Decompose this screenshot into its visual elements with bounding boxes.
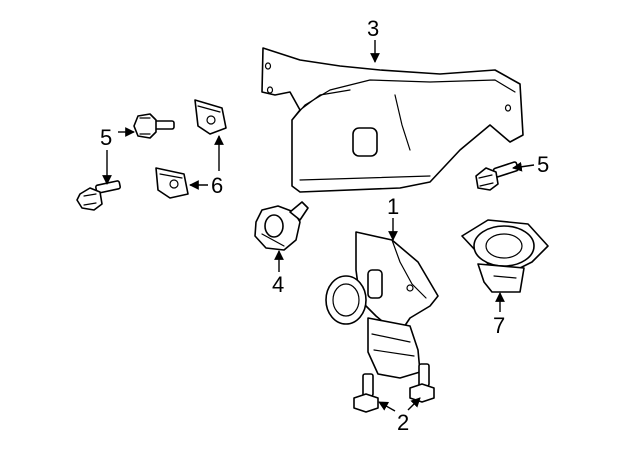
- secondary-horn: [461, 219, 549, 293]
- bolt-pair: [353, 363, 435, 413]
- callout-4: 4: [272, 272, 284, 297]
- leader-line-2-left: [378, 401, 396, 412]
- bolt-lower-left: [76, 180, 121, 211]
- callout-7: 7: [493, 313, 505, 338]
- callout-5-right: 5: [537, 152, 549, 177]
- leader-line-5b: [512, 161, 535, 172]
- callout-3: 3: [367, 16, 379, 41]
- bolt-upper-left: [133, 113, 175, 139]
- leader-line-2-right: [407, 397, 421, 411]
- bolt-right: [475, 161, 519, 191]
- clip-nut-lower: [155, 167, 189, 199]
- callout-1: 1: [387, 194, 399, 219]
- horn-assembly: [325, 231, 439, 379]
- callout-2: 2: [397, 410, 409, 435]
- callout-5-left: 5: [100, 125, 112, 150]
- clip-nut-upper: [194, 99, 227, 135]
- retainer-clip: [254, 201, 309, 251]
- mounting-bracket: [261, 47, 524, 193]
- callout-6: 6: [211, 173, 223, 198]
